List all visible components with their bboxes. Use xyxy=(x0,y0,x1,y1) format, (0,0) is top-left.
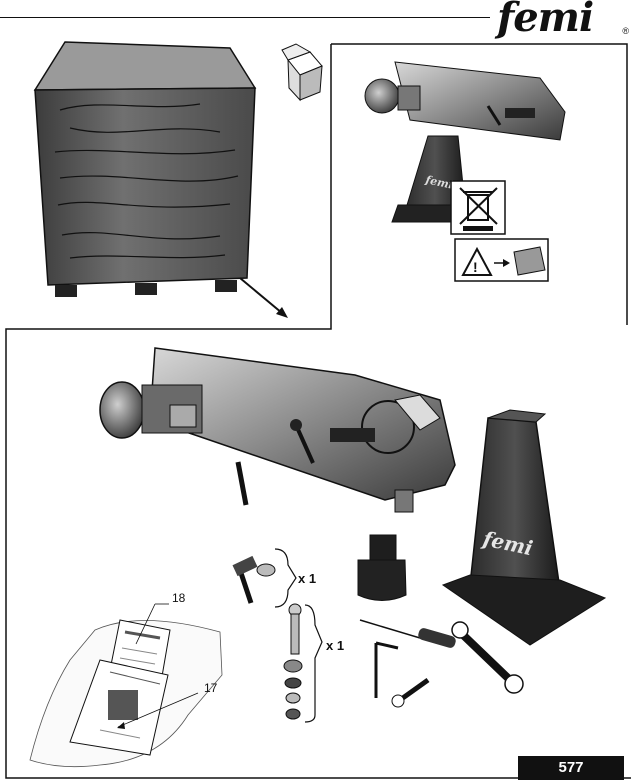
sander-assembled-small: femi xyxy=(364,61,566,223)
bolt-kit xyxy=(283,603,323,723)
moisture-pack-icon xyxy=(513,246,546,276)
warning-panel: ! xyxy=(454,238,549,282)
dust-adapter xyxy=(357,534,407,601)
sander-stand: femi xyxy=(441,409,607,646)
screwdriver xyxy=(359,619,421,639)
belt-guard xyxy=(394,394,441,431)
page-number: 577 xyxy=(518,756,624,780)
header-rule xyxy=(0,17,490,18)
wrench-small xyxy=(398,677,430,703)
box-open-icon xyxy=(281,43,323,102)
svg-text:!: ! xyxy=(473,259,478,275)
registered-mark: ® xyxy=(622,26,629,36)
panel-frame-main xyxy=(5,44,631,779)
work-rest xyxy=(330,428,375,442)
weee-crossed-bin-icon xyxy=(450,180,506,235)
tension-lever xyxy=(294,424,315,464)
quantity-lever-set: x 1 xyxy=(298,571,317,586)
switch-box xyxy=(169,404,197,428)
stand-badge-small: femi xyxy=(423,173,454,192)
wooden-crate xyxy=(33,41,288,318)
tilt-lever xyxy=(235,461,249,506)
sander-main-body xyxy=(99,347,456,513)
brand-logo-text: femi xyxy=(497,0,594,41)
dust-port xyxy=(394,489,414,513)
contact-wheel xyxy=(361,400,415,454)
wrench-large xyxy=(457,629,513,683)
brand-logo: femi ® xyxy=(497,0,629,41)
document-bag xyxy=(29,603,223,768)
callout-manual: 18 xyxy=(172,591,186,605)
warning-triangle-icon xyxy=(461,246,493,276)
tools xyxy=(359,619,524,708)
quantity-bolt-set: x 1 xyxy=(326,638,345,653)
motor xyxy=(99,381,145,439)
panel-frame-right xyxy=(331,43,628,325)
lever-kit xyxy=(232,548,297,608)
callout-parts-sheet: 17 xyxy=(204,681,218,695)
